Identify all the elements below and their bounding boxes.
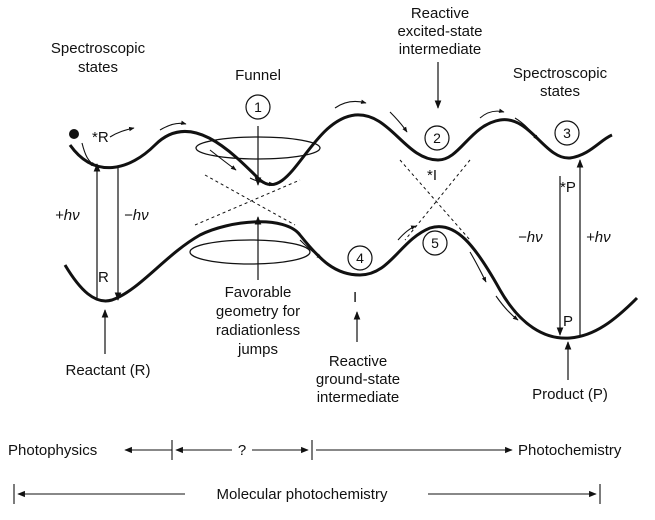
- product-label: P: [563, 313, 573, 330]
- ground-intermediate-label: I: [353, 289, 357, 306]
- marker-2: 2: [424, 125, 450, 151]
- product-caption: Product (P): [532, 386, 608, 403]
- marker-4-label: 4: [356, 250, 364, 266]
- excited-reactant-label: *R: [92, 129, 109, 146]
- reactant-ball: [69, 129, 79, 139]
- reactive-excited-line3: intermediate: [399, 41, 482, 58]
- photochemistry-label: Photochemistry: [518, 442, 622, 459]
- marker-3: 3: [554, 120, 580, 146]
- marker-4: 4: [347, 245, 373, 271]
- ground-state-surface: [63, 220, 639, 340]
- favorable-line4: jumps: [237, 341, 278, 358]
- favorable-line2: geometry for: [216, 303, 300, 320]
- spectroscopic-right-line2: states: [540, 83, 580, 100]
- pointer-arrows: [101, 62, 572, 380]
- question-label: ?: [238, 442, 246, 459]
- favorable-line3: radiationless: [216, 322, 300, 339]
- flow-arrows: [81, 99, 539, 321]
- spectroscopic-right-line1: Spectroscopic: [513, 65, 608, 82]
- favorable-line1: Favorable: [225, 284, 292, 301]
- emission-label-left: −hν: [124, 207, 149, 224]
- excited-product-label: *P: [560, 179, 576, 196]
- spectroscopic-left-line1: Spectroscopic: [51, 40, 146, 57]
- funnel-ellipse-bottom: [189, 239, 311, 265]
- excited-intermediate-label: *I: [427, 167, 437, 184]
- marker-5: 5: [422, 230, 448, 256]
- marker-3-label: 3: [563, 125, 571, 141]
- marker-1: 1: [245, 94, 271, 120]
- marker-5-label: 5: [431, 235, 439, 251]
- crossing-lines-left: [194, 174, 301, 226]
- reactive-ground-line3: intermediate: [317, 389, 400, 406]
- funnel-label: Funnel: [235, 67, 281, 84]
- reactive-ground-line1: Reactive: [329, 353, 387, 370]
- marker-2-label: 2: [433, 130, 441, 146]
- absorption-label-left: +hν: [55, 207, 80, 224]
- absorption-label-right: +hν: [586, 229, 611, 246]
- reactive-excited-line2: excited-state: [397, 23, 482, 40]
- molecular-photochemistry-label: Molecular photochemistry: [217, 486, 388, 503]
- spectroscopic-left-line2: states: [78, 59, 118, 76]
- photophysics-label: Photophysics: [8, 442, 97, 459]
- reactive-excited-line1: Reactive: [411, 5, 469, 22]
- reactant-label: R: [98, 269, 109, 286]
- emission-label-right: −hν: [518, 229, 543, 246]
- excited-state-surface: [68, 113, 613, 187]
- marker-1-label: 1: [254, 99, 262, 115]
- reactant-caption: Reactant (R): [65, 362, 150, 379]
- reactive-ground-line2: ground-state: [316, 371, 400, 388]
